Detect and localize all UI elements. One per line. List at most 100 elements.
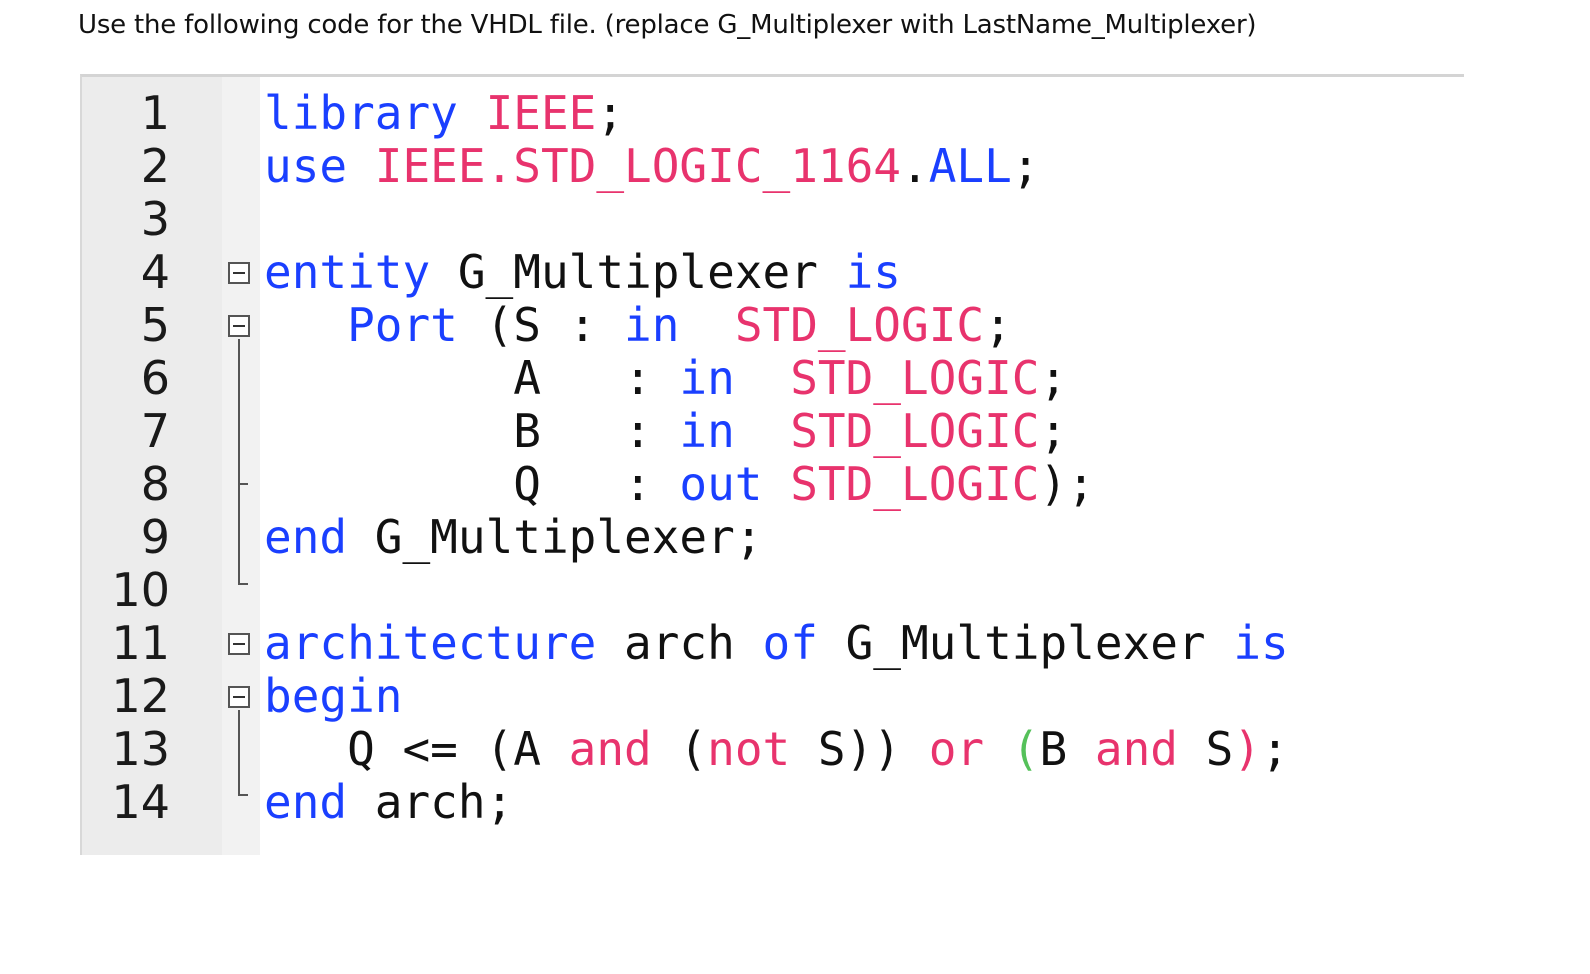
code-line[interactable]: 3 xyxy=(82,193,1464,246)
line-number: 13 xyxy=(111,722,170,776)
code-token: in xyxy=(624,298,680,352)
code-token: entity xyxy=(264,245,431,299)
code-token xyxy=(984,722,1012,776)
fold-toggle-begin-icon[interactable] xyxy=(228,686,250,708)
code-token: ; xyxy=(984,298,1012,352)
code-token: G_Multiplexer xyxy=(817,616,1234,670)
line-number: 10 xyxy=(111,563,170,617)
line-number: 5 xyxy=(140,298,170,352)
code-token xyxy=(458,86,486,140)
fold-guide-architecture xyxy=(238,710,240,796)
code-token: G_Multiplexer; xyxy=(347,510,763,564)
code-token: end xyxy=(264,510,348,564)
code-token: STD_LOGIC xyxy=(734,298,985,352)
code-token: architecture xyxy=(264,616,597,670)
code-line[interactable]: 10 xyxy=(82,564,1464,617)
code-line[interactable]: 13 Q <= (A and (not S)) or (B and S); xyxy=(82,723,1464,776)
code-token: G_Multiplexer xyxy=(430,245,846,299)
line-number: 7 xyxy=(140,404,170,458)
code-text: architecture arch of G_Multiplexer is xyxy=(264,617,1289,670)
code-token: and xyxy=(568,722,652,776)
code-text: Q : out STD_LOGIC); xyxy=(264,458,1095,511)
code-token: ( xyxy=(1011,722,1040,776)
code-text: Q <= (A and (not S)) or (B and S); xyxy=(264,723,1289,776)
code-token: IEEE xyxy=(485,86,597,140)
code-text: end arch; xyxy=(264,776,513,829)
code-text: B : in STD_LOGIC; xyxy=(264,405,1067,458)
code-token: arch; xyxy=(347,775,514,829)
code-area[interactable] xyxy=(260,77,1464,855)
code-token: Q : xyxy=(264,457,680,511)
code-token: Port xyxy=(347,298,458,352)
line-number: 11 xyxy=(111,616,170,670)
code-token: . xyxy=(901,139,929,193)
code-token: ; xyxy=(596,86,625,140)
code-token: B : xyxy=(264,404,680,458)
code-token: in xyxy=(679,351,735,405)
code-line[interactable]: 9 end G_Multiplexer; xyxy=(82,511,1464,564)
code-token: Q <= (A xyxy=(264,722,569,776)
code-token xyxy=(735,351,790,405)
code-text: Port (S : in STD_LOGIC; xyxy=(264,299,1012,352)
code-text: use IEEE.STD_LOGIC_1164.ALL; xyxy=(264,140,1040,193)
fold-end-port-tick xyxy=(238,483,248,485)
line-number: 8 xyxy=(140,457,170,511)
code-token: ); xyxy=(1039,457,1095,511)
fold-margin xyxy=(222,77,260,855)
line-number: 4 xyxy=(140,245,170,299)
code-token: library xyxy=(264,86,458,140)
line-number: 14 xyxy=(111,775,170,829)
fold-end-entity-tick xyxy=(238,583,248,585)
code-token: S)) xyxy=(790,722,929,776)
line-number: 9 xyxy=(140,510,170,564)
code-token: ; xyxy=(1261,722,1289,776)
code-token: is xyxy=(1233,616,1289,670)
code-text: begin xyxy=(264,670,402,723)
code-token: ALL xyxy=(928,139,1012,193)
code-token xyxy=(264,298,347,352)
fold-toggle-port-icon[interactable] xyxy=(228,315,250,337)
code-token: ( xyxy=(651,722,708,776)
code-token: in xyxy=(679,404,735,458)
code-line[interactable]: 6 A : in STD_LOGIC; xyxy=(82,352,1464,405)
line-number: 3 xyxy=(140,192,170,246)
code-line[interactable]: 11 architecture arch of G_Multiplexer is xyxy=(82,617,1464,670)
code-token: or xyxy=(928,722,985,776)
instruction-text: Use the following code for the VHDL file… xyxy=(78,10,1257,40)
code-token: (S : xyxy=(457,298,625,352)
code-token: is xyxy=(845,245,901,299)
code-text: library IEEE; xyxy=(264,87,624,140)
code-token: IEEE.STD_LOGIC_1164 xyxy=(374,139,901,193)
code-text: A : in STD_LOGIC; xyxy=(264,352,1067,405)
line-number: 6 xyxy=(140,351,170,405)
code-line[interactable]: 5 Port (S : in STD_LOGIC; xyxy=(82,299,1464,352)
code-token: A : xyxy=(264,351,680,405)
code-line[interactable]: 14 end arch; xyxy=(82,776,1464,829)
code-token: use xyxy=(264,139,348,193)
code-token: STD_LOGIC xyxy=(790,351,1040,405)
fold-toggle-architecture-icon[interactable] xyxy=(228,633,250,655)
code-line[interactable]: 7 B : in STD_LOGIC; xyxy=(82,405,1464,458)
code-token: begin xyxy=(264,669,403,723)
code-token: ) xyxy=(1233,722,1262,776)
code-token: end xyxy=(264,775,348,829)
code-token xyxy=(347,139,375,193)
fold-toggle-entity-icon[interactable] xyxy=(228,262,250,284)
code-line[interactable]: 4 entity G_Multiplexer is xyxy=(82,246,1464,299)
code-text: end G_Multiplexer; xyxy=(264,511,763,564)
code-token: of xyxy=(762,616,818,670)
code-token xyxy=(763,457,791,511)
code-token: ; xyxy=(1039,404,1068,458)
code-token xyxy=(679,298,734,352)
code-text: entity G_Multiplexer is xyxy=(264,246,901,299)
line-number-gutter xyxy=(82,77,222,855)
code-token: S xyxy=(1177,722,1234,776)
code-token: arch xyxy=(596,616,763,670)
code-line[interactable]: 8 Q : out STD_LOGIC); xyxy=(82,458,1464,511)
code-token: not xyxy=(707,722,791,776)
code-token: ; xyxy=(1039,351,1068,405)
